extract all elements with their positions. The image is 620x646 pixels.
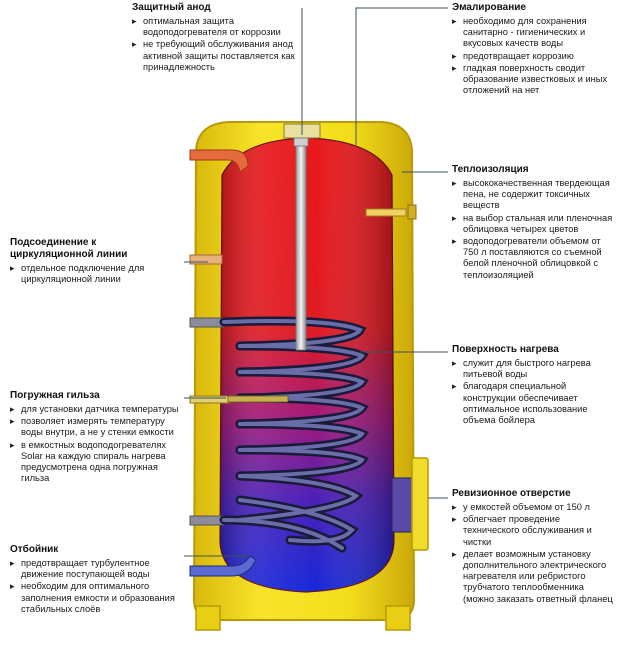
callout-immersion-sleeve: Погружная гильза для установки датчика т… xyxy=(10,390,186,485)
callout-list: у емкостей объемом от 150 л облегчает пр… xyxy=(452,502,617,605)
callout-circulation-connection: Подсоединение к циркуляционной линии отд… xyxy=(10,237,180,286)
leader-lines xyxy=(184,7,448,557)
callout-title: Теплоизоляция xyxy=(452,164,529,175)
callout-inspection-opening: Ревизионное отверстие у емкостей объемом… xyxy=(452,488,617,606)
callout-item: делает возможным установку дополнительно… xyxy=(452,549,617,605)
callout-list: необходимо для сохранения санитарно - ги… xyxy=(452,16,620,96)
callout-item: в емкостных водоподогревателях Solar на … xyxy=(10,440,186,485)
callout-list: отдельное подключение для циркуляционной… xyxy=(10,263,180,285)
callout-title: Эмалирование xyxy=(452,2,526,13)
callout-baffle: Отбойник предотвращает турбулентное движ… xyxy=(10,544,186,616)
callout-title: Поверхность нагрева xyxy=(452,344,559,355)
callout-item: позволяет измерять температуру воды внут… xyxy=(10,416,186,438)
callout-list: оптимальная защита водоподогревателя от … xyxy=(132,16,302,73)
callout-protective-anode: Защитный анод оптимальная защита водопод… xyxy=(132,2,302,74)
callout-heating-surface: Поверхность нагрева служит для быстрого … xyxy=(452,344,617,427)
callout-enameling: Эмалирование необходимо для сохранения с… xyxy=(452,2,620,97)
callout-title: Отбойник xyxy=(10,544,59,555)
callout-item: высококачественная твердеющая пена, не с… xyxy=(452,178,617,212)
callout-item: служит для быстрого нагрева питьевой вод… xyxy=(452,358,617,380)
callout-item: облегчает проведение технического обслуж… xyxy=(452,514,617,548)
callout-item: предотвращает турбулентное движение пост… xyxy=(10,558,186,580)
callout-item: у емкостей объемом от 150 л xyxy=(452,502,617,513)
callout-list: для установки датчика температуры позвол… xyxy=(10,404,186,484)
callout-item: предотвращает коррозию xyxy=(452,51,620,62)
pipe-fittings xyxy=(189,149,417,577)
callout-insulation: Теплоизоляция высококачественная твердею… xyxy=(452,164,617,282)
callout-list: предотвращает турбулентное движение пост… xyxy=(10,558,186,615)
inspection-flange xyxy=(391,457,429,551)
callout-title: Подсоединение к циркуляционной линии xyxy=(10,237,128,260)
callout-item: необходим для оптимального заполнения ем… xyxy=(10,581,186,615)
callout-item: оптимальная защита водоподогревателя от … xyxy=(132,16,302,38)
callout-item: необходимо для сохранения санитарно - ги… xyxy=(452,16,620,50)
callout-item: благодаря специальной конструкции обеспе… xyxy=(452,381,617,426)
heating-coil xyxy=(219,316,369,553)
callout-item: на выбор стальная или пленочная облицовк… xyxy=(452,213,617,235)
callout-item: не требующий обслуживания анод активной … xyxy=(132,39,302,73)
callout-item: отдельное подключение для циркуляционной… xyxy=(10,263,180,285)
callout-title: Защитный анод xyxy=(132,2,211,13)
callout-item: гладкая поверхность сводит образование и… xyxy=(452,63,620,97)
callout-item: водоподогреватели объемом от 750 л поста… xyxy=(452,236,617,281)
immersion-sleeve xyxy=(227,395,289,403)
callout-list: высококачественная твердеющая пена, не с… xyxy=(452,178,617,281)
callout-title: Ревизионное отверстие xyxy=(452,488,571,499)
callout-list: служит для быстрого нагрева питьевой вод… xyxy=(452,358,617,426)
callout-title: Погружная гильза xyxy=(10,390,100,401)
protective-anode xyxy=(283,123,321,351)
callout-item: для установки датчика температуры xyxy=(10,404,186,415)
